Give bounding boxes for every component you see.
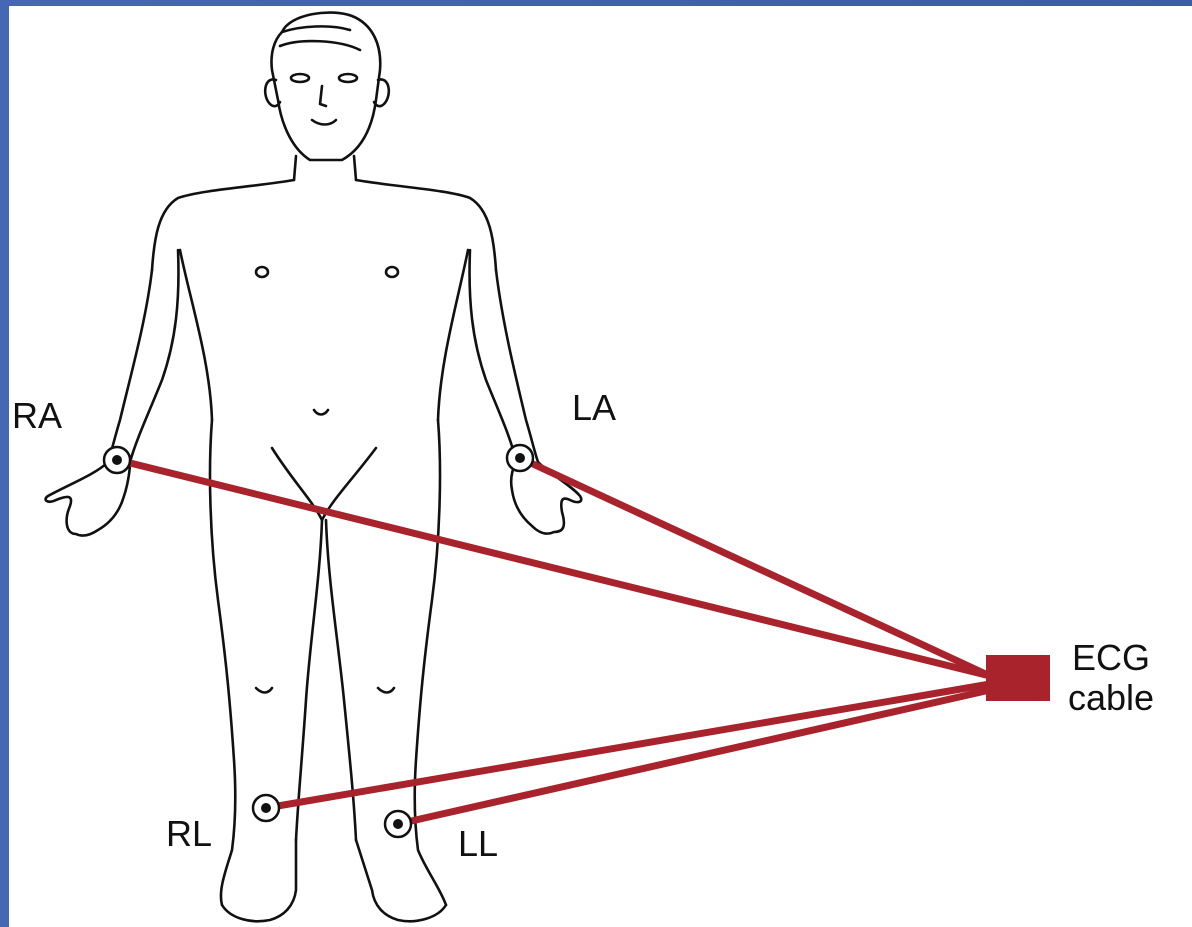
electrode-la-icon — [507, 445, 533, 471]
label-ecg-line1: ECG — [1068, 638, 1154, 678]
lead-wire-ra — [118, 460, 990, 676]
lead-wire-ll — [398, 690, 990, 824]
lead-wire-la — [520, 458, 990, 676]
label-rl: RL — [166, 816, 212, 852]
label-ra: RA — [12, 398, 62, 434]
label-ll: LL — [458, 826, 498, 862]
electrode-ra-icon — [104, 447, 130, 473]
ecg-cable-block-icon — [986, 655, 1050, 701]
lead-wires — [118, 458, 990, 824]
electrode-ll-icon — [385, 811, 411, 837]
lead-wire-rl — [266, 684, 990, 808]
electrode-rl-icon — [253, 795, 279, 821]
label-ecg-cable: ECG cable — [1068, 638, 1154, 719]
label-ecg-line2: cable — [1068, 678, 1154, 718]
label-la: LA — [572, 390, 616, 426]
